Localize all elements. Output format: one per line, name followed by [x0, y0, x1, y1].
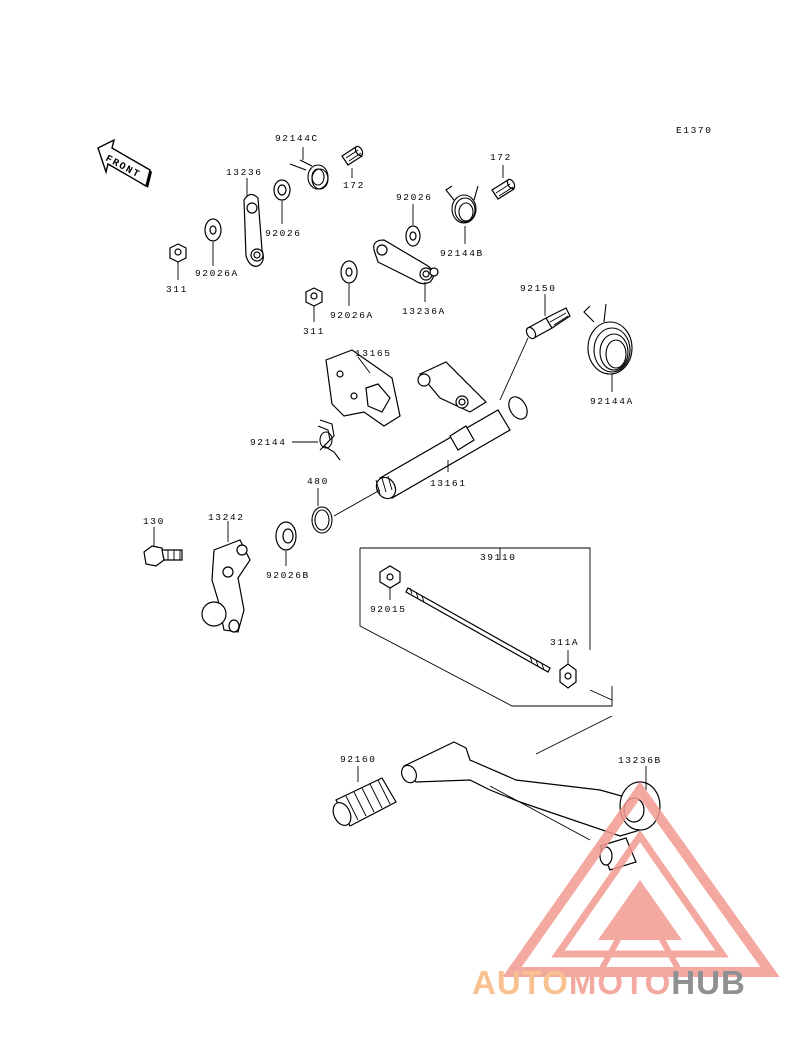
label-311-1: 311: [166, 284, 188, 295]
svg-text:AUTOMOTOHUB: AUTOMOTOHUB: [472, 964, 746, 1001]
label-92015: 92015: [370, 604, 407, 615]
part-172-pin-b: [491, 178, 516, 200]
watermark-moto: MOTO: [569, 964, 671, 1001]
label-311-2: 311: [303, 326, 325, 337]
label-39110: 39110: [480, 552, 517, 563]
part-311-nut-1: [169, 243, 187, 263]
triangle-logo-icon: [502, 781, 780, 977]
part-92026-washer-a: [273, 179, 291, 201]
part-39110-rod: [405, 587, 551, 673]
label-92144c: 92144C: [275, 133, 319, 144]
label-92150: 92150: [520, 283, 557, 294]
label-92026a-2: 92026A: [330, 310, 374, 321]
part-13242-arm: [201, 539, 251, 633]
label-13165: 13165: [355, 348, 392, 359]
part-13165-plate: [325, 349, 401, 427]
watermark-auto: AUTO: [472, 964, 569, 1001]
label-13236: 13236: [226, 167, 263, 178]
label-92026b: 92026B: [266, 570, 310, 581]
watermark-hub: HUB: [671, 964, 746, 1001]
part-92026-washer-b: [405, 225, 421, 247]
front-arrow-icon: FRONT: [97, 138, 152, 188]
label-480: 480: [307, 476, 329, 487]
part-92015-nut: [379, 565, 401, 589]
label-172-a: 172: [343, 180, 365, 191]
part-13161-shaft: [375, 337, 529, 500]
part-480-circlip: [311, 506, 333, 534]
automotohub-watermark: AUTOMOTOHUB: [472, 781, 780, 1001]
label-92026-b: 92026: [396, 192, 433, 203]
part-92026a-washer-2: [340, 260, 358, 284]
part-92144c-spring: [289, 159, 329, 190]
part-92150-bolt: [525, 307, 571, 340]
part-130-bolt: [143, 545, 183, 567]
label-92144a: 92144A: [590, 396, 634, 407]
part-92144-spring: [317, 419, 341, 461]
label-92026-a: 92026: [265, 228, 302, 239]
label-13236b: 13236B: [618, 755, 662, 766]
part-92026b-washer: [275, 521, 297, 551]
part-311-nut-2: [305, 287, 323, 307]
diagram-code: E1370: [676, 125, 713, 136]
label-13236a: 13236A: [402, 306, 446, 317]
part-13236a-lever: [373, 239, 439, 285]
part-92026a-washer-1: [204, 218, 222, 242]
label-92144b: 92144B: [440, 248, 484, 259]
label-172-b: 172: [490, 152, 512, 163]
label-311a: 311A: [550, 637, 579, 648]
label-92026a-1: 92026A: [195, 268, 239, 279]
part-92144b-spring: [445, 185, 479, 224]
part-92160-rubber: [332, 777, 397, 827]
bracket-39110: [359, 547, 613, 707]
label-92160: 92160: [340, 754, 377, 765]
label-130: 130: [143, 516, 165, 527]
label-92144: 92144: [250, 437, 287, 448]
label-13161: 13161: [430, 478, 467, 489]
part-172-pin-a: [341, 145, 364, 166]
part-311a-nut: [559, 663, 577, 689]
part-13236-lever: [243, 193, 264, 267]
part-92144a-spring: [583, 303, 633, 375]
label-13242: 13242: [208, 512, 245, 523]
